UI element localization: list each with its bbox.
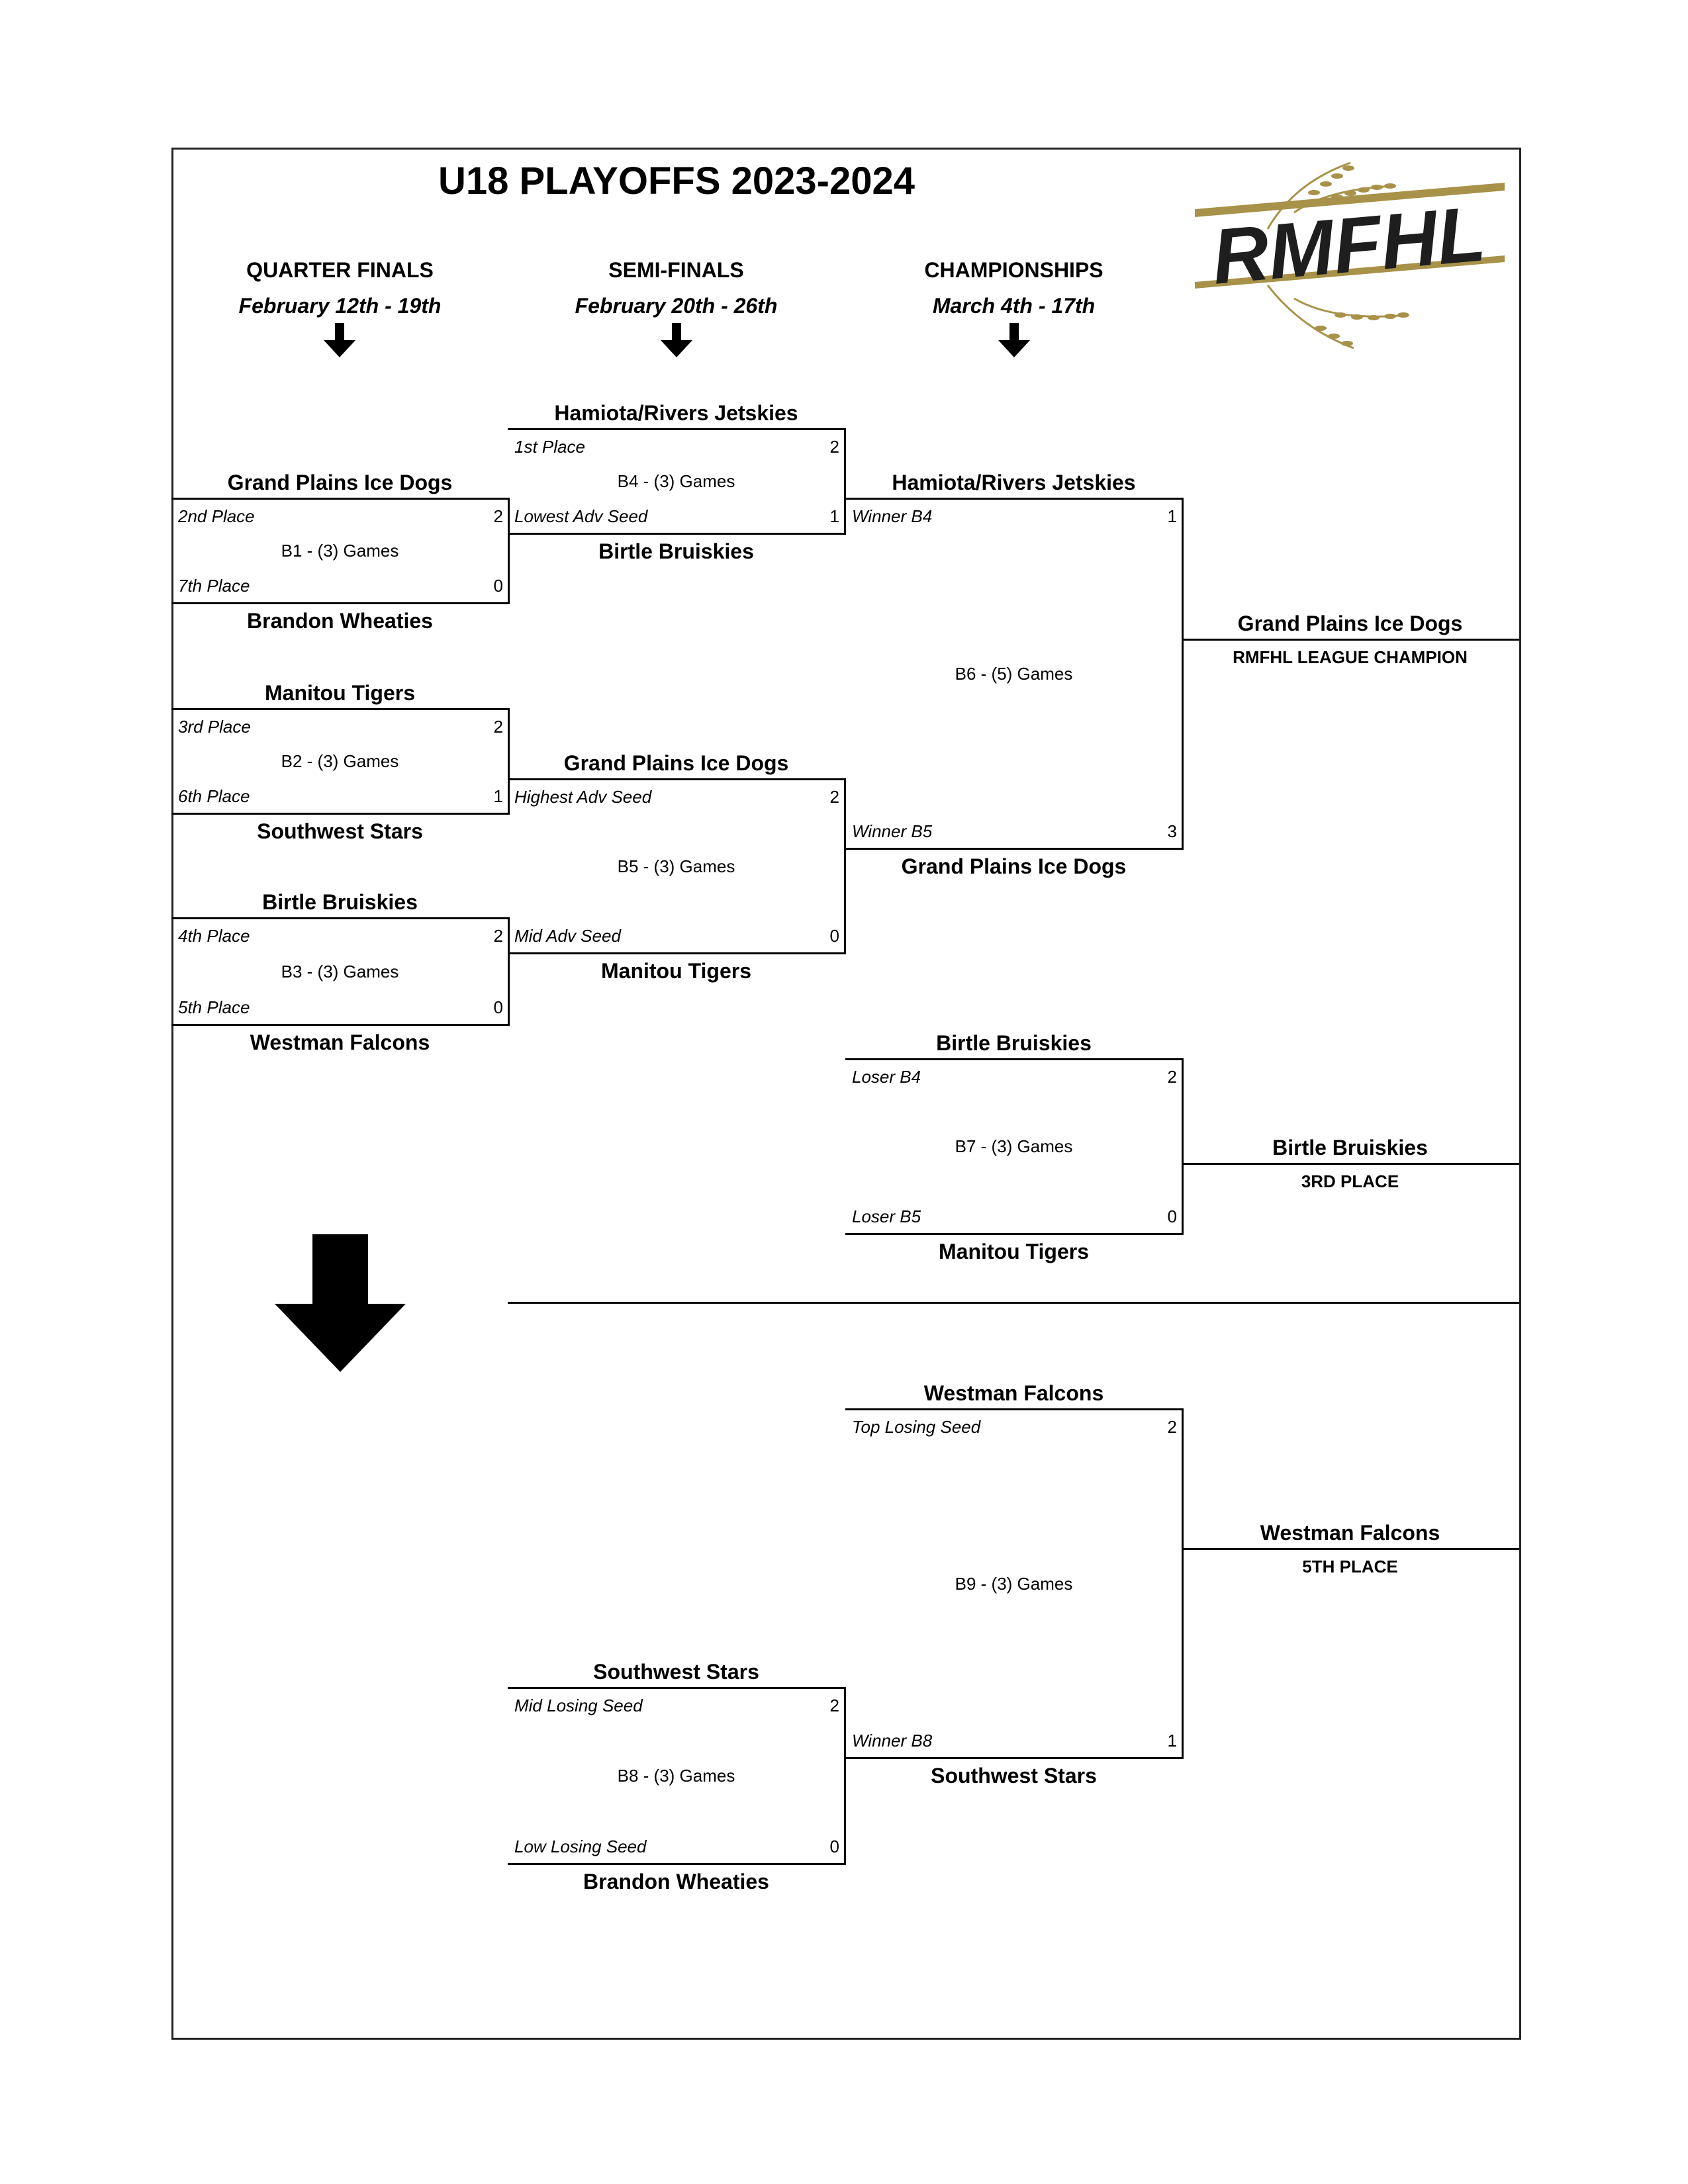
rmfhl-logo: RMFHL <box>1195 161 1505 349</box>
bracket-frame <box>171 148 1521 2040</box>
divider-line <box>508 1302 1519 1304</box>
seed-label-bottom: 7th Place <box>178 576 250 596</box>
round-header-semi-finals: SEMI-FINALS <box>608 258 744 282</box>
match-box-b1 <box>171 498 510 604</box>
result-label: 3RD PLACE <box>1301 1171 1399 1191</box>
game-label: B5 - (3) Games <box>617 856 735 876</box>
seed-label-top: 3rd Place <box>178 717 251 737</box>
game-label: B9 - (3) Games <box>955 1573 1073 1594</box>
score-top: 2 <box>829 1696 839 1715</box>
score-bottom: 0 <box>829 1837 839 1856</box>
team-name-bottom: Southwest Stars <box>931 1764 1097 1788</box>
game-label: B6 - (5) Games <box>955 663 1073 684</box>
team-name-top: Hamiota/Rivers Jetskies <box>554 401 798 425</box>
seed-label-top: Top Losing Seed <box>852 1417 981 1437</box>
team-name-bottom: Manitou Tigers <box>601 959 751 983</box>
game-label: B8 - (3) Games <box>617 1766 735 1786</box>
match-box-b5 <box>508 778 846 954</box>
large-arrow-down-icon <box>275 1234 406 1372</box>
score-top: 2 <box>1167 1417 1177 1437</box>
round-header-championships: CHAMPIONSHIPS <box>924 258 1103 282</box>
game-label: B2 - (3) Games <box>281 751 399 771</box>
seed-label-top: Highest Adv Seed <box>514 787 652 807</box>
score-bottom: 1 <box>829 506 839 526</box>
match-box-b4 <box>508 428 846 535</box>
seed-label-bottom: 6th Place <box>178 786 250 806</box>
score-bottom: 0 <box>1167 1206 1177 1226</box>
result-label: RMFHL LEAGUE CHAMPION <box>1233 647 1468 667</box>
seed-label-bottom: Low Losing Seed <box>514 1837 647 1856</box>
game-label: B3 - (3) Games <box>281 961 399 981</box>
team-name-top: Grand Plains Ice Dogs <box>563 751 789 775</box>
team-name-top: Birtle Bruiskies <box>936 1031 1092 1055</box>
seed-label-bottom: Loser B5 <box>852 1206 921 1226</box>
score-top: 1 <box>1167 506 1177 526</box>
match-box-b2 <box>171 708 510 815</box>
round-dates-quarter-finals: February 12th - 19th <box>238 294 442 318</box>
score-bottom: 0 <box>829 926 839 946</box>
result-line <box>1182 639 1519 641</box>
result-label: 5TH PLACE <box>1302 1557 1398 1576</box>
match-box-b6 <box>845 498 1184 850</box>
score-top: 2 <box>829 787 839 807</box>
score-top: 2 <box>493 506 503 526</box>
page-title: U18 PLAYOFFS 2023-2024 <box>438 159 915 203</box>
team-name-top: Westman Falcons <box>923 1381 1104 1405</box>
round-dates-championships: March 4th - 17th <box>932 294 1096 318</box>
team-name-bottom: Westman Falcons <box>250 1030 430 1054</box>
seed-label-top: 1st Place <box>514 437 585 457</box>
game-label: B4 - (3) Games <box>617 471 735 491</box>
team-name-bottom: Brandon Wheaties <box>583 1870 769 1893</box>
team-name-top: Manitou Tigers <box>265 681 415 705</box>
team-name-top: Grand Plains Ice Dogs <box>227 471 453 494</box>
seed-label-bottom: Mid Adv Seed <box>514 926 621 946</box>
team-name-bottom: Southwest Stars <box>257 819 423 843</box>
arrow-down-icon <box>324 323 355 357</box>
match-box-b7 <box>845 1058 1184 1235</box>
game-label: B1 - (3) Games <box>281 541 399 561</box>
score-bottom: 1 <box>1167 1731 1177 1751</box>
score-bottom: 0 <box>493 997 503 1017</box>
seed-label-top: 4th Place <box>178 926 250 946</box>
arrow-down-icon <box>661 323 692 357</box>
team-name-top: Hamiota/Rivers Jetskies <box>892 471 1136 494</box>
team-name-top: Southwest Stars <box>593 1660 759 1684</box>
score-top: 2 <box>493 926 503 946</box>
game-label: B7 - (3) Games <box>955 1136 1073 1156</box>
score-bottom: 0 <box>493 576 503 596</box>
seed-label-top: Loser B4 <box>852 1067 921 1087</box>
seed-label-bottom: Winner B8 <box>852 1731 933 1751</box>
round-header-quarter-finals: QUARTER FINALS <box>246 258 434 282</box>
team-name-bottom: Manitou Tigers <box>939 1240 1089 1263</box>
result-team: Birtle Bruiskies <box>1272 1136 1428 1160</box>
score-top: 2 <box>1167 1067 1177 1087</box>
score-top: 2 <box>493 717 503 737</box>
seed-label-top: Winner B4 <box>852 506 933 526</box>
team-name-bottom: Brandon Wheaties <box>247 609 433 633</box>
seed-label-bottom: Winner B5 <box>852 821 933 841</box>
team-name-bottom: Grand Plains Ice Dogs <box>901 854 1127 878</box>
result-line <box>1182 1163 1519 1165</box>
seed-label-top: 2nd Place <box>178 506 255 526</box>
result-team: Westman Falcons <box>1260 1521 1440 1545</box>
score-bottom: 3 <box>1167 821 1177 841</box>
round-dates-semi-finals: February 20th - 26th <box>575 294 778 318</box>
score-bottom: 1 <box>493 786 503 806</box>
arrow-down-icon <box>998 323 1030 357</box>
result-team: Grand Plains Ice Dogs <box>1237 612 1463 635</box>
seed-label-bottom: 5th Place <box>178 997 250 1017</box>
team-name-top: Birtle Bruiskies <box>262 890 418 914</box>
match-box-b8 <box>508 1687 846 1865</box>
score-top: 2 <box>829 437 839 457</box>
seed-label-bottom: Lowest Adv Seed <box>514 506 648 526</box>
team-name-bottom: Birtle Bruiskies <box>598 539 754 563</box>
match-box-b9 <box>845 1408 1184 1759</box>
match-box-b3 <box>171 917 510 1026</box>
seed-label-top: Mid Losing Seed <box>514 1696 643 1715</box>
result-line <box>1182 1548 1519 1550</box>
